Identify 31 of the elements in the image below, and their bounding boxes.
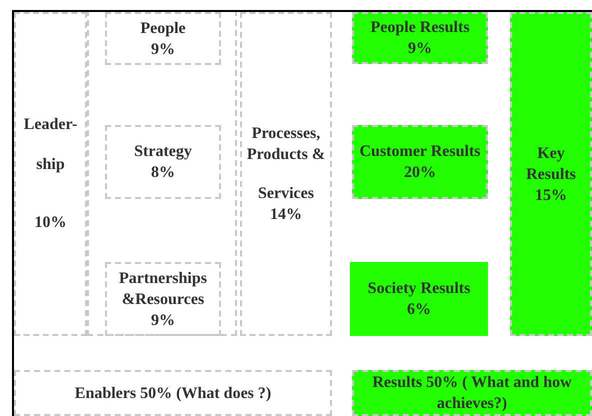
criterion-label: 10% <box>34 213 66 233</box>
criterion-label: Partnerships &Resources <box>118 268 208 310</box>
result-box <box>350 262 488 336</box>
criterion-box <box>105 12 221 65</box>
criterion-label: 15% <box>535 186 567 206</box>
criterion-label: Society Results <box>368 279 470 299</box>
criterion-label: Customer Results <box>359 142 481 162</box>
criterion-box <box>240 12 332 336</box>
results-banner <box>352 370 592 416</box>
criterion-label: Results 50% ( What and how achieves?) <box>371 373 573 414</box>
criterion-label: 9% <box>408 39 432 59</box>
enablers-banner <box>14 370 332 416</box>
criterion-label: Processes, Products & <box>246 124 326 165</box>
criterion-label: 9% <box>151 310 175 330</box>
criterion-label: People Results <box>370 18 470 38</box>
result-box <box>510 12 592 336</box>
result-box <box>352 125 488 199</box>
criterion-label: 9% <box>151 40 175 60</box>
criterion-label: Services 14% <box>257 184 315 225</box>
criterion-label: Strategy <box>134 142 192 162</box>
criterion-label: Enablers 50% (What does ?) <box>74 384 272 404</box>
result-box <box>352 12 488 64</box>
criterion-box <box>105 262 221 336</box>
criterion-label: People <box>140 18 186 38</box>
criterion-label: 8% <box>151 163 175 183</box>
leadership-box <box>14 12 87 336</box>
criterion-label: 6% <box>407 300 431 320</box>
criterion-box <box>105 125 221 199</box>
criterion-label: 20% <box>404 163 436 183</box>
criterion-label: Leader- ship <box>22 115 78 175</box>
criterion-label: Key Results <box>525 144 577 184</box>
